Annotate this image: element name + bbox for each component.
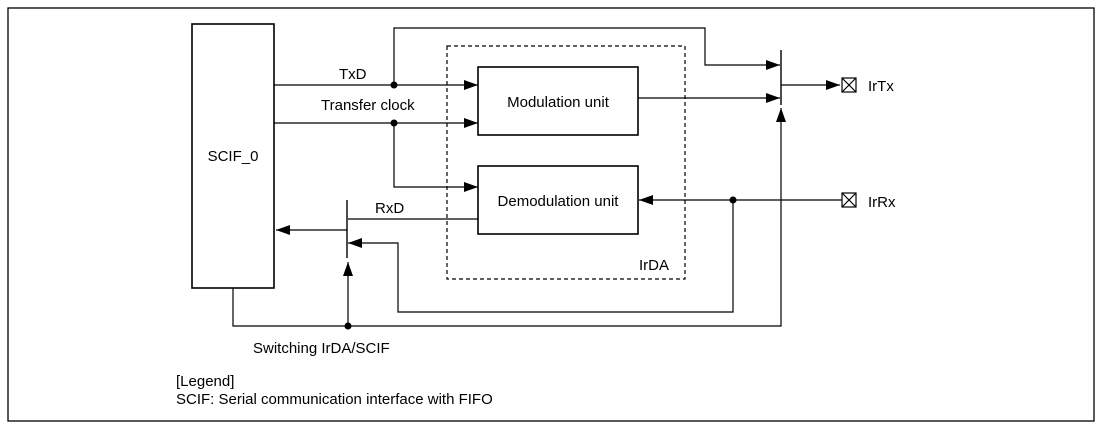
irtx-pin-icon	[841, 77, 857, 93]
irrx-bypass-line	[348, 200, 734, 313]
irtx-label: IrTx	[868, 78, 894, 95]
irrx-label: IrRx	[868, 194, 896, 211]
scif-label: SCIF_0	[208, 148, 259, 165]
rxd-label: RxD	[375, 200, 404, 217]
modulation-label: Modulation unit	[507, 94, 610, 111]
switching-label: Switching IrDA/SCIF	[253, 340, 390, 357]
transfer-clock-label: Transfer clock	[321, 97, 415, 114]
clock-to-demod-line	[393, 123, 478, 192]
irda-dashed-box	[446, 45, 686, 280]
legend-heading: [Legend]	[176, 373, 235, 390]
txd-bypass-line	[393, 27, 780, 85]
txd-label: TxD	[339, 66, 367, 83]
outer-border	[7, 7, 1095, 422]
demodulation-unit	[477, 165, 639, 235]
irrx-pin-cross-b	[841, 192, 857, 208]
switch-control-line	[232, 108, 786, 327]
irtx-pin-cross-b	[841, 77, 857, 93]
demodulation-label: Demodulation unit	[498, 193, 620, 210]
switch-junction	[344, 322, 352, 330]
modulation-unit	[477, 66, 639, 136]
irda-label: IrDA	[639, 257, 669, 274]
legend-scif-definition: SCIF: Serial communication interface wit…	[176, 391, 493, 408]
